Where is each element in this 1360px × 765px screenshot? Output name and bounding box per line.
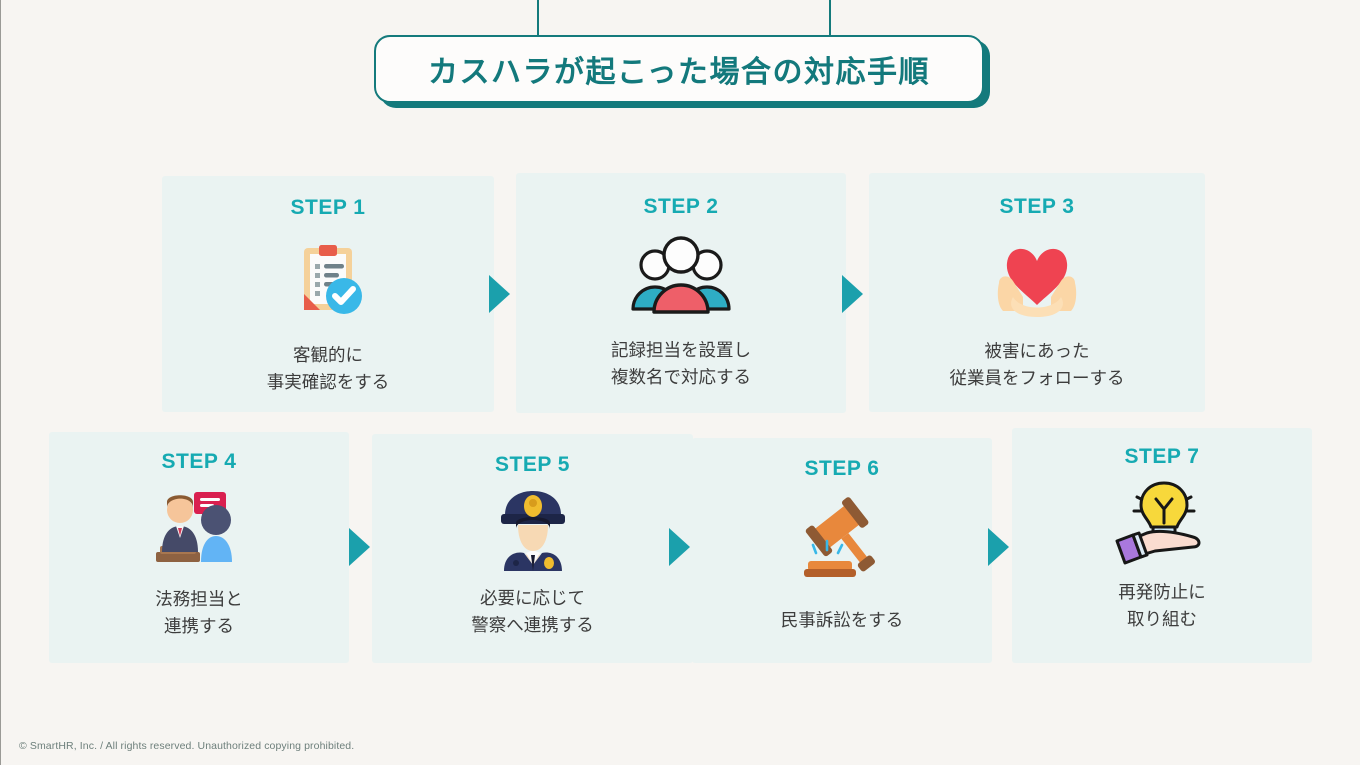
consultation-icon <box>150 484 248 572</box>
step-label-6: STEP 6 <box>804 457 880 480</box>
step-label-1: STEP 1 <box>290 196 366 219</box>
step-caption-6: 民事訴訟をする <box>780 610 904 630</box>
pin-line-left-icon <box>537 0 539 42</box>
title-banner: カスハラが起こった場合の対応手順 <box>374 35 984 103</box>
heart-in-hands-icon <box>987 231 1087 321</box>
flow-arrow-2-to-3 <box>842 275 863 313</box>
step-card-4[interactable]: STEP 4 法務担当と 連携する <box>49 432 349 663</box>
step-caption-1: 客観的に 事実確認をする <box>266 345 390 393</box>
gavel-icon <box>794 495 890 581</box>
step-caption-7: 再発防止に 取り組む <box>1118 582 1206 630</box>
step-card-2[interactable]: STEP 2 記録担当を設置し 複数名で対応する <box>516 173 846 413</box>
clipboard-check-icon <box>282 234 374 326</box>
step-label-7: STEP 7 <box>1124 445 1200 468</box>
step-caption-4: 法務担当と 連携する <box>155 589 243 637</box>
flow-arrow-4-to-5 <box>349 528 370 566</box>
step-caption-3: 被害にあった 従業員をフォローする <box>949 341 1125 389</box>
step-label-4: STEP 4 <box>161 450 237 473</box>
police-officer-icon <box>488 485 578 573</box>
title-banner-zone: カスハラが起こった場合の対応手順 <box>1 0 1360 120</box>
step-card-3[interactable]: STEP 3 被害にあった 従業員をフォローする <box>869 173 1205 412</box>
step-card-1[interactable]: STEP 1 客観的に 事実確認をする <box>162 176 494 412</box>
step-card-5[interactable]: STEP 5 必要に応じて 警察へ連携する <box>372 434 693 663</box>
lightbulb-hand-icon <box>1109 479 1215 565</box>
flow-arrow-1-to-2 <box>489 275 510 313</box>
step-card-7[interactable]: STEP 7 再発防止に 取り組む <box>1012 428 1312 663</box>
flow-arrow-6-to-7 <box>988 528 1009 566</box>
step-label-3: STEP 3 <box>999 195 1075 218</box>
flow-arrow-5-to-6 <box>669 528 690 566</box>
people-group-icon <box>629 233 733 321</box>
step-label-2: STEP 2 <box>643 195 719 218</box>
step-card-6[interactable]: STEP 6 民事訴訟をする <box>692 438 992 663</box>
pin-line-right-icon <box>829 0 831 42</box>
page-title: カスハラが起こった場合の対応手順 <box>428 56 930 89</box>
step-label-5: STEP 5 <box>495 453 570 476</box>
copyright-footer: © SmartHR, Inc. / All rights reserved. U… <box>19 740 355 752</box>
step-caption-2: 記録担当を設置し 複数名で対応する <box>611 340 751 388</box>
step-caption-5: 必要に応じて 警察へ連携する <box>471 588 594 636</box>
